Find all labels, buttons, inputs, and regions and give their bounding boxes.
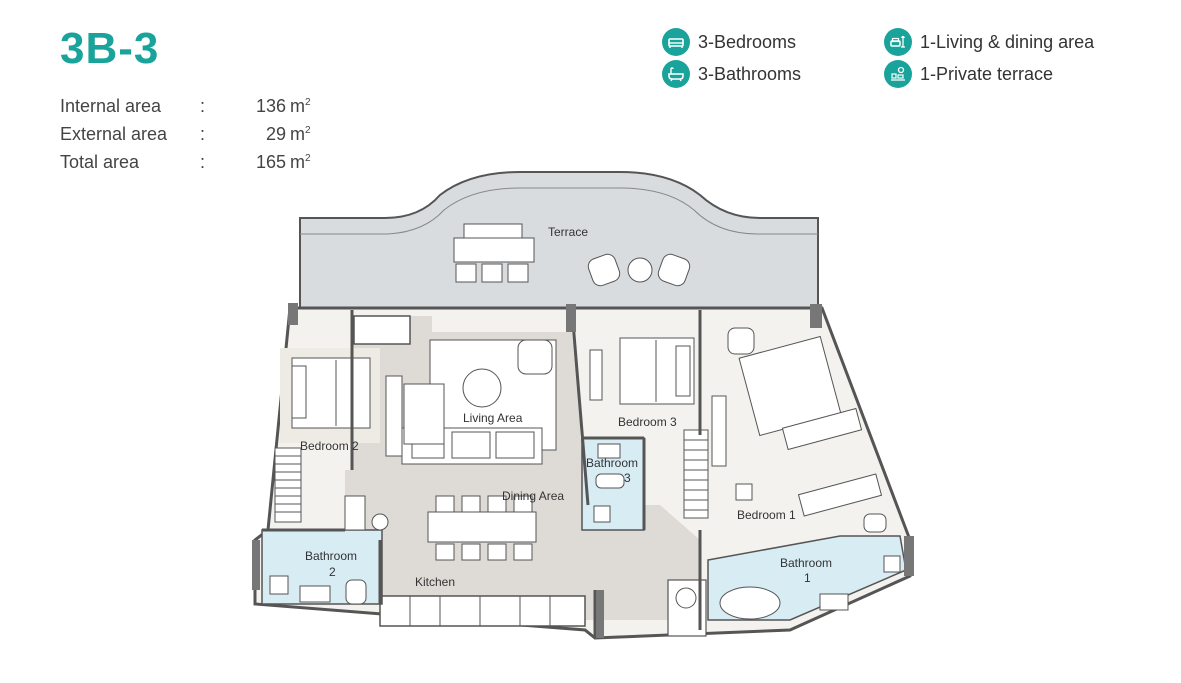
kitchen-counter	[379, 595, 586, 627]
feature-label: 3-Bathrooms	[698, 63, 802, 84]
area-row-total: Total area : 165 m2	[60, 148, 311, 176]
terrace-icon	[884, 60, 912, 88]
feature-label: 3-Bedrooms	[698, 31, 797, 52]
unit-text: m	[290, 151, 305, 172]
bed-icon	[662, 28, 690, 56]
dining-table	[427, 511, 537, 543]
area-row-internal: Internal area : 136 m2	[60, 92, 311, 120]
bathroom-3-label: Bathroom	[586, 456, 638, 470]
dining-area-label: Dining Area	[502, 489, 564, 503]
terrace-table	[453, 237, 535, 263]
wardrobe-3	[683, 429, 709, 519]
area-unit: m2	[286, 124, 311, 145]
unit-text: m	[290, 123, 305, 144]
feature-living: 1-Living & dining area	[884, 28, 1094, 56]
sofa-lamp-icon	[884, 28, 912, 56]
bathroom-1-number: 1	[804, 571, 811, 585]
feature-label: 1-Living & dining area	[920, 31, 1095, 52]
area-value: 29	[265, 123, 286, 144]
unit-text: m	[290, 95, 305, 116]
bathtub	[719, 586, 781, 620]
terrace-area	[299, 171, 819, 309]
bedroom-3-label: Bedroom 3	[618, 415, 677, 429]
area-unit: m2	[286, 152, 311, 173]
area-label: Total area	[60, 151, 140, 172]
wardrobe-1b	[797, 473, 883, 517]
wardrobe-1a	[781, 407, 863, 451]
area-row-external: External area : 29 m2	[60, 120, 311, 148]
bathroom-2-number: 2	[329, 565, 336, 579]
unit-title: 3B-3	[60, 24, 160, 73]
area-label: External area	[60, 123, 168, 144]
wardrobe-2	[274, 447, 302, 523]
unit-sup: 2	[305, 96, 311, 108]
area-value: 165	[255, 151, 286, 172]
area-unit: m2	[286, 96, 311, 117]
area-table: Internal area : 136 m2 External area : 2…	[60, 92, 311, 176]
unit-sup: 2	[305, 124, 311, 136]
area-colon: :	[200, 95, 206, 116]
feature-bedrooms: 3-Bedrooms	[662, 28, 796, 56]
bathroom-1-label: Bathroom	[780, 556, 832, 570]
kitchen-label: Kitchen	[415, 575, 455, 589]
coffee-table	[462, 368, 502, 408]
bedroom-2-label: Bedroom 2	[300, 439, 359, 453]
feature-label: 1-Private terrace	[920, 63, 1054, 84]
area-colon: :	[200, 151, 206, 172]
bathroom-2-label: Bathroom	[305, 549, 357, 563]
area-colon: :	[200, 123, 206, 144]
area-value: 136	[255, 95, 286, 116]
feature-bathrooms: 3-Bathrooms	[662, 60, 801, 88]
bedroom-1-label: Bedroom 1	[737, 508, 796, 522]
feature-list: 3-Bedrooms 3-Bathrooms 1-Living & dining…	[662, 28, 1132, 92]
bathroom-3-number: 3	[624, 471, 631, 485]
terrace-label: Terrace	[548, 225, 588, 239]
area-label: Internal area	[60, 95, 162, 116]
terrace-round-table	[627, 257, 653, 283]
unit-sup: 2	[305, 152, 311, 164]
feature-terrace: 1-Private terrace	[884, 60, 1053, 88]
bathtub-icon	[662, 60, 690, 88]
living-area-label: Living Area	[463, 411, 523, 425]
